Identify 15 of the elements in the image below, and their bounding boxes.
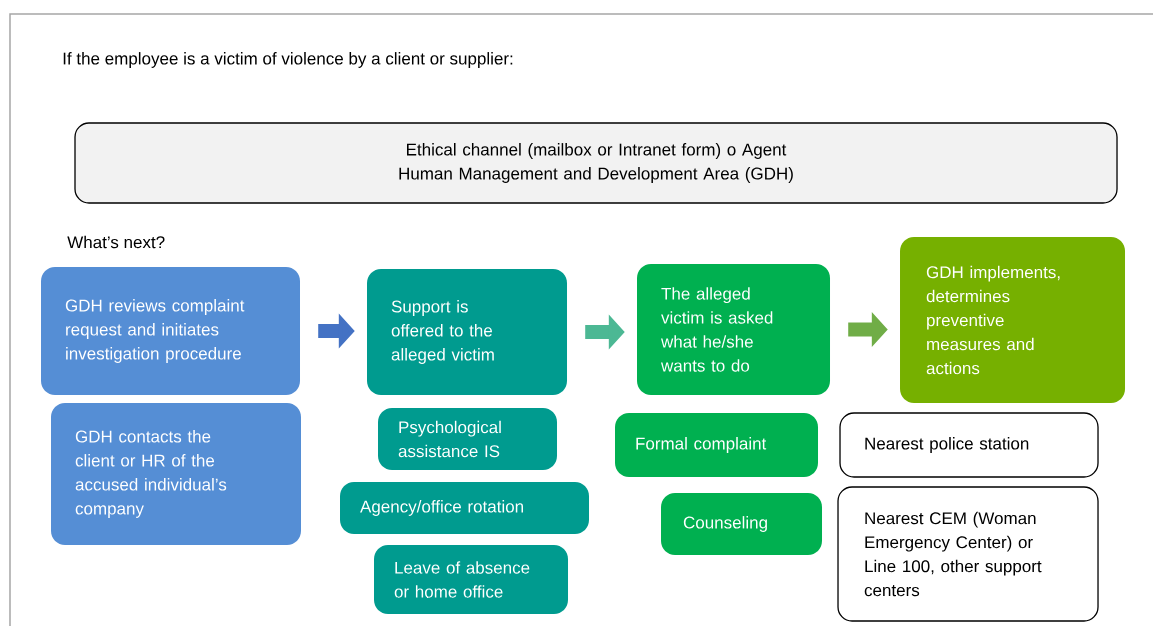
process-box: The alleged victim is asked what he/she wants to do [637, 264, 830, 395]
process-box: Support is offered to the alleged victim [367, 269, 567, 395]
process-box: GDH contacts the client or HR of the accused individual’s company [51, 403, 301, 545]
channel-box: Ethical channel (mailbox or Intranet form) o Agent Human Management and Development Area (GDH) [74, 122, 1118, 204]
subheading: What’s next? [67, 235, 165, 249]
process-box: Nearest CEM (Woman Emergency Center) or Line 100, other support centers [837, 486, 1099, 622]
process-box: Leave of absence or home office [374, 545, 568, 614]
process-box: GDH reviews complaint request and initiates investigation procedure [41, 267, 300, 395]
process-box: Nearest police station [839, 412, 1099, 478]
process-box: Counseling [661, 493, 822, 555]
heading: If the employee is a victim of violence by a client or supplier: [63, 52, 513, 68]
process-box: Formal complaint [615, 413, 818, 477]
process-box: GDH implements, determines preventive measures and actions [900, 237, 1125, 403]
process-box: Agency/office rotation [340, 482, 589, 534]
process-box: Psychological assistance IS [378, 408, 557, 470]
